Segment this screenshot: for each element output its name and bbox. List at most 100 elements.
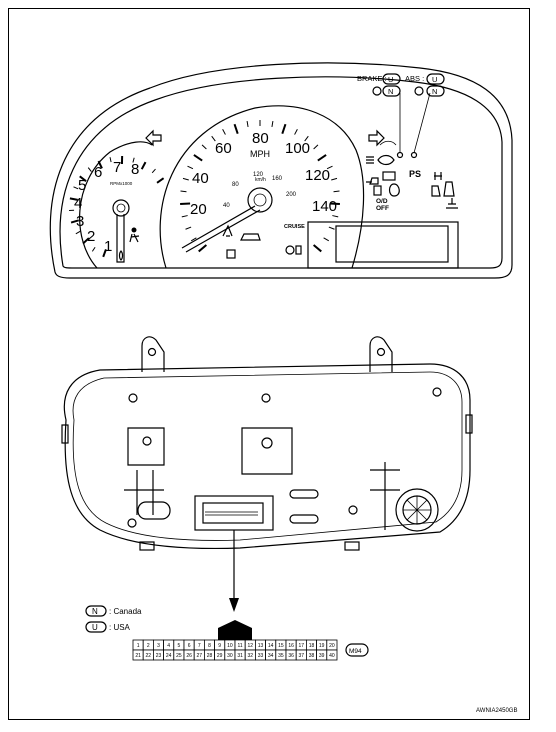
terminal-number: 15 <box>278 643 284 649</box>
bottom-clip-left <box>139 541 155 551</box>
od-off-line1: O/D <box>376 198 388 205</box>
tach-label-8: 8 <box>131 161 139 178</box>
terminal-number: 37 <box>299 653 305 659</box>
terminal-number: 7 <box>198 643 201 649</box>
screw-hole <box>348 505 358 515</box>
terminal-number: 16 <box>288 643 294 649</box>
cluster-rear-view <box>61 336 473 612</box>
speedo-tick <box>332 215 339 218</box>
terminal-number: 10 <box>227 643 233 649</box>
terminal-number: 8 <box>208 643 211 649</box>
speedo-tick <box>294 129 298 135</box>
tach-tick <box>87 167 92 172</box>
brake-code-labels: BRAKE : U N <box>357 73 401 97</box>
terminal-number: 14 <box>268 643 274 649</box>
kmh-label-120: 120 <box>253 172 264 178</box>
speed-label-60: 60 <box>215 140 232 157</box>
tach-label-1: 1 <box>104 238 112 255</box>
speedo-tick <box>233 123 239 134</box>
speedo-needle-hub <box>247 187 273 213</box>
speedometer: 20 40 60 80 100 120 140 MPH 40 80 120 16… <box>159 105 365 269</box>
tach-tick <box>151 168 156 174</box>
brake-label: BRAKE : <box>357 74 387 83</box>
security-car-icon <box>240 233 261 241</box>
screw-hole <box>127 518 137 528</box>
tach-label-3: 3 <box>76 213 84 230</box>
brake-u-box <box>382 73 401 85</box>
airbag-warning-icon <box>129 227 140 243</box>
headlight-icon <box>366 154 395 166</box>
terminal-number: 32 <box>248 653 254 659</box>
terminal-number: 40 <box>329 653 335 659</box>
speed-label-120: 120 <box>305 167 330 184</box>
terminal-number: 28 <box>207 653 213 659</box>
cluster-housing-outline <box>49 62 513 279</box>
brake-u-code: U <box>388 75 393 84</box>
speedo-tick <box>182 177 189 181</box>
speedo-tick <box>281 123 287 134</box>
tach-tick <box>75 230 81 235</box>
terminal-number: 4 <box>167 643 170 649</box>
tachometer-labels: 1 2 3 4 5 6 7 8 RPMx1000 <box>74 159 139 255</box>
speedo-tick <box>187 165 194 170</box>
terminal-number: 21 <box>135 653 141 659</box>
speed-label-80: 80 <box>252 130 269 147</box>
terminal-number: 25 <box>176 653 182 659</box>
tach-tick <box>91 246 96 252</box>
connector-arrow-head <box>229 598 239 612</box>
terminal-number: 31 <box>237 653 243 659</box>
cargo-icon <box>446 198 458 209</box>
speedo-tick <box>201 144 207 150</box>
tach-rear-socket <box>127 427 165 466</box>
kmh-label-40: 40 <box>223 203 230 209</box>
legend: N : Canada U : USA <box>85 605 142 633</box>
speedo-rear-socket <box>241 427 293 475</box>
terminal-cell <box>326 649 338 661</box>
terminal-number: 26 <box>186 653 192 659</box>
kmh-unit: km/h <box>255 177 266 183</box>
legend-u-box <box>85 621 107 633</box>
tach-label-4: 4 <box>74 195 82 212</box>
speedometer-ticks <box>180 120 340 253</box>
kmh-label-160: 160 <box>272 176 283 182</box>
tach-tick <box>109 157 112 163</box>
speedometer-labels: 20 40 60 80 100 120 140 MPH 40 80 120 16… <box>190 130 337 218</box>
tachometer-ticks <box>69 155 165 258</box>
speedo-tick <box>331 177 338 181</box>
legend-u-text: : USA <box>109 623 131 632</box>
buzzer <box>395 488 439 532</box>
speedometer-bezel <box>159 105 365 269</box>
terminal-number: 18 <box>309 643 315 649</box>
terminal-number: 12 <box>248 643 254 649</box>
door-icon <box>226 249 236 259</box>
tach-tick <box>97 160 103 169</box>
tach-bracket <box>124 470 164 515</box>
speedo-tick <box>323 237 330 242</box>
slot <box>289 514 319 524</box>
tachometer: 1 2 3 4 5 6 7 8 RPMx1000 <box>69 141 165 269</box>
oval-boss <box>137 501 171 520</box>
right-clip <box>465 414 473 434</box>
tach-needle <box>116 214 125 263</box>
speedo-tick <box>333 190 340 193</box>
tach-tick <box>156 177 165 184</box>
screw-hole <box>261 393 271 403</box>
oil-pressure-icon <box>366 177 379 185</box>
right-turn-signal-icon <box>368 129 385 147</box>
odometer-display <box>307 221 459 269</box>
speed-label-140: 140 <box>312 198 337 215</box>
abs-n-code: N <box>432 87 437 96</box>
slot <box>289 489 319 499</box>
screw-hole <box>128 393 138 403</box>
terminal-number: 3 <box>157 643 160 649</box>
speedo-tick <box>198 244 208 253</box>
speedo-tick <box>180 190 187 193</box>
speedo-tick <box>190 237 197 242</box>
battery-icon <box>382 171 396 181</box>
terminal-number: 23 <box>156 653 162 659</box>
tach-label-2: 2 <box>87 228 95 245</box>
seatbelt-icon <box>434 172 442 180</box>
rear-connector-socket <box>202 502 264 524</box>
